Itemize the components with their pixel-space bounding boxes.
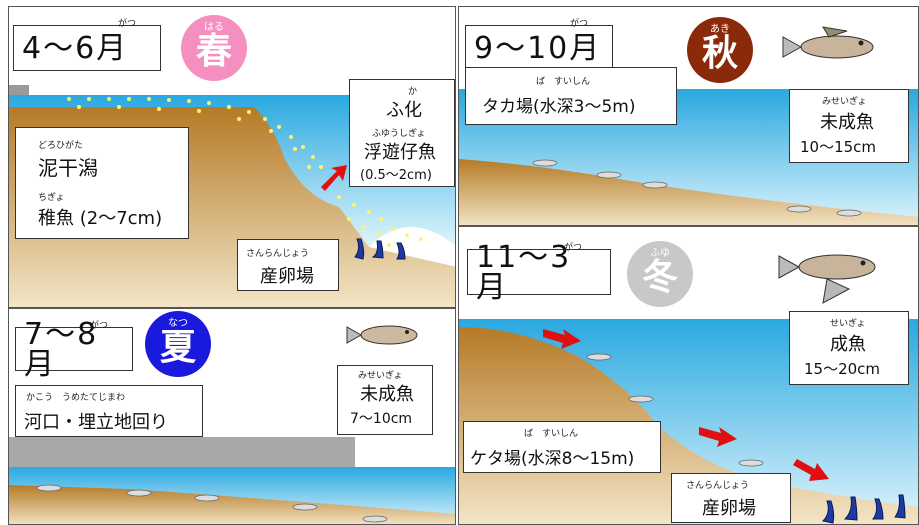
season-label: 春 (195, 30, 232, 72)
place-furigana: ば すいしん (524, 429, 579, 439)
fish-label: 成魚 (830, 334, 866, 355)
season-label: 秋 (701, 32, 738, 74)
panel-autumn: がつ 9〜10月 あき 秋 ば すいしん タカ場(水深3〜5m) みせいぎょ 未… (458, 6, 919, 226)
place-label: 河口・埋立地回り (24, 412, 168, 433)
mudflat-box: どろひがた 泥干潟 ちぎょ 稚魚 (2〜7cm) (15, 127, 189, 239)
month-label: 9〜10月 (474, 31, 602, 66)
mudflat-furigana: どろひがた (38, 141, 84, 151)
spawn-furigana: さんらんじょう (686, 481, 750, 491)
month-label: 7〜8月 (24, 317, 99, 382)
month-label: 4〜6月 (22, 31, 129, 66)
fish-on-slope (586, 353, 764, 467)
place-label: タカ場(水深3〜5m) (482, 97, 636, 117)
place-furigana: かこう うめたてじまわ (26, 393, 126, 403)
place-label: ケタ場(水深8〜15m) (470, 449, 635, 469)
spawn-label: 産卵場 (702, 498, 756, 519)
summer-month-box: がつ 7〜8月 (15, 317, 133, 382)
mudflat-label: 泥干潟 (38, 156, 98, 180)
red-arrows (543, 329, 829, 481)
fish-label: 未成魚 (360, 384, 414, 405)
season-furigana: あき (710, 24, 730, 35)
spawn-box-winter: さんらんじょう 産卵場 (671, 473, 791, 523)
season-furigana: なつ (168, 318, 188, 329)
month-furigana: がつ (118, 19, 137, 29)
winter-place-box: ば すいしん ケタ場(水深8〜15m) (463, 421, 661, 473)
fish-size: 15〜20cm (804, 360, 881, 378)
larva-furigana: ふゆうしぎょ (372, 129, 426, 139)
fish-furigana: せいぎょ (830, 319, 866, 329)
panel-spring: がつ 4〜6月 はる 春 どろひがた 泥干潟 ちぎょ 稚魚 (2〜7cm) か … (8, 6, 456, 308)
fish-size: 10〜15cm (800, 138, 877, 156)
month-furigana: がつ (570, 19, 589, 29)
fish-illustration-winter (778, 254, 876, 304)
season-badge-spring: はる 春 (181, 15, 247, 81)
spawn-box-spring: さんらんじょう 産卵場 (237, 239, 339, 291)
juvenile-furigana: ちぎょ (38, 193, 65, 203)
spring-month-box: がつ 4〜6月 (13, 19, 161, 71)
season-badge-summer: なつ 夏 (145, 311, 211, 377)
panel-summer: がつ 7〜8月 なつ 夏 かこう うめたてじまわ 河口・埋立地回り みせいぎょ … (8, 308, 456, 525)
larva-box: か ふ化 ふゆうしぎょ 浮遊仔魚 (0.5〜2cm) (349, 79, 455, 187)
winter-fish-box: せいぎょ 成魚 15〜20cm (789, 311, 909, 385)
season-badge-winter: ふゆ 冬 (627, 241, 693, 307)
season-furigana: はる (204, 22, 224, 33)
autumn-fish-box: みせいぎょ 未成魚 10〜15cm (789, 89, 909, 163)
juvenile-fish (36, 484, 388, 523)
autumn-month-box: がつ 9〜10月 (465, 19, 613, 71)
spawn-furigana: さんらんじょう (246, 249, 310, 259)
fish-furigana: みせいぎょ (822, 97, 867, 107)
season-label: 冬 (641, 256, 678, 298)
season-badge-autumn: あき 秋 (687, 17, 753, 83)
hatch-furigana: か (408, 87, 418, 97)
spawning-fish-winter (821, 494, 906, 524)
arrow-hatch (321, 165, 347, 191)
spawning-fish (354, 238, 406, 260)
place-furigana: ば すいしん (536, 77, 591, 87)
fish-on-bottom (532, 159, 862, 217)
winter-month-box: がつ 11〜3月 (467, 240, 611, 305)
fish-illustration-summer (346, 325, 418, 345)
autumn-place-box: ば すいしん タカ場(水深3〜5m) (465, 67, 677, 125)
month-label: 11〜3月 (476, 240, 572, 305)
fish-size: 7〜10cm (350, 411, 413, 427)
hatch-label: ふ化 (386, 100, 422, 121)
juvenile-label: 稚魚 (2〜7cm) (38, 208, 163, 229)
fish-illustration-autumn (782, 26, 874, 59)
larva-size: (0.5〜2cm) (360, 168, 432, 183)
month-furigana: がつ (564, 243, 583, 253)
month-furigana: がつ (90, 321, 109, 331)
fish-label: 未成魚 (820, 112, 874, 133)
larva-label: 浮遊仔魚 (364, 142, 436, 163)
summer-scene (9, 325, 455, 524)
spawn-label: 産卵場 (260, 266, 314, 287)
fish-furigana: みせいぎょ (358, 371, 403, 381)
season-furigana: ふゆ (650, 248, 670, 259)
panel-winter: がつ 11〜3月 ふゆ 冬 せいぎょ 成魚 15〜20cm ば すいしん ケタ場… (458, 226, 919, 525)
summer-place-box: かこう うめたてじまわ 河口・埋立地回り (15, 385, 203, 437)
season-label: 夏 (159, 326, 196, 368)
summer-fish-box: みせいぎょ 未成魚 7〜10cm (337, 365, 433, 435)
